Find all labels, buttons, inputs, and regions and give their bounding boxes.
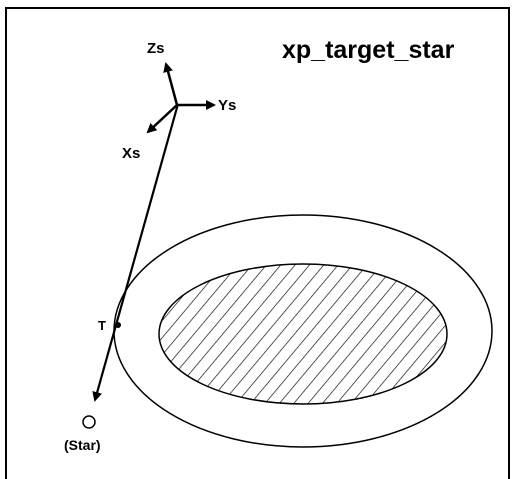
line-of-sight-arrow (92, 103, 180, 402)
zs-axis-arrow (163, 62, 179, 106)
diagram-title: xp_target_star (282, 36, 455, 64)
frame-border (5, 7, 510, 479)
tangent-point-label: T (98, 318, 106, 333)
xs-axis-label: Xs (122, 145, 140, 162)
star-marker (82, 415, 96, 429)
ys-axis-label: Ys (218, 97, 236, 114)
tangent-point-marker (115, 322, 121, 328)
star-label: (Star) (64, 437, 101, 453)
xs-axis-arrow (146, 104, 178, 134)
zs-axis-label: Zs (147, 40, 165, 57)
inner-hatched-ellipse (158, 263, 448, 405)
